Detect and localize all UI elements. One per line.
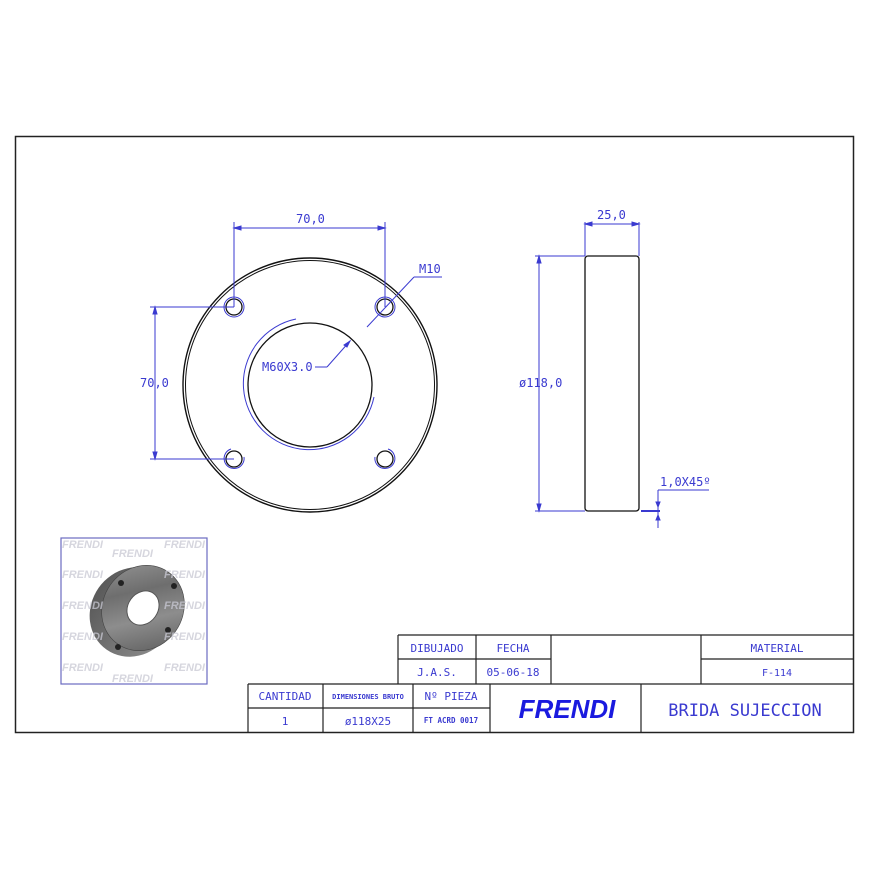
svg-text:FRENDI: FRENDI — [112, 548, 154, 560]
dimension-vertical-70 — [150, 305, 234, 461]
photo-watermark: FRENDI FRENDI FRENDI FRENDI FRENDI FREND… — [62, 539, 206, 685]
dim-label-diameter: ø118,0 — [519, 376, 562, 390]
fecha-value: 05-06-18 — [487, 666, 540, 679]
svg-text:FRENDI: FRENDI — [62, 600, 104, 612]
side-view: 25,0 ø118,0 1,0X45º — [519, 208, 711, 528]
svg-text:FRENDI: FRENDI — [62, 662, 104, 674]
cantidad-value: 1 — [282, 715, 289, 728]
material-label: MATERIAL — [751, 642, 804, 655]
title-block — [247, 634, 853, 732]
chamfer-label: 1,0X45º — [660, 475, 711, 489]
fecha-label: FECHA — [496, 642, 529, 655]
bore-callout: M60X3.0 — [262, 360, 313, 374]
drawing-frame — [14, 135, 855, 734]
flange-outer-edge — [182, 257, 438, 513]
dim-label-horizontal: 70,0 — [296, 212, 325, 226]
dimension-width-25 — [583, 221, 641, 256]
hole-callout: M10 — [419, 262, 441, 276]
cantidad-label: CANTIDAD — [259, 690, 312, 703]
svg-text:FRENDI: FRENDI — [112, 673, 154, 685]
material-value: F-114 — [762, 668, 792, 679]
dibujado-label: DIBUJADO — [411, 642, 464, 655]
dimensiones-label: DIMENSIONES BRUTO — [332, 693, 404, 701]
pieza-label: Nº PIEZA — [425, 690, 478, 703]
chamfer-callout — [641, 489, 709, 528]
svg-text:FRENDI: FRENDI — [164, 600, 206, 612]
dimension-horizontal-70 — [232, 222, 387, 307]
front-view: 70,0 70,0 M10 M60X3.0 — [140, 212, 442, 513]
dim-label-width: 25,0 — [597, 208, 626, 222]
dim-label-vertical: 70,0 — [140, 376, 169, 390]
bore-circle — [247, 322, 373, 448]
part-name: BRIDA SUJECCION — [668, 701, 822, 721]
brand-logo: FRENDI — [519, 694, 617, 724]
svg-text:FRENDI: FRENDI — [164, 662, 206, 674]
svg-text:FRENDI: FRENDI — [164, 539, 206, 551]
hole-leader — [366, 276, 442, 328]
dimension-diameter-118 — [535, 254, 585, 513]
dibujado-value: J.A.S. — [417, 666, 457, 679]
dimensiones-value: ø118X25 — [345, 715, 391, 728]
svg-text:FRENDI: FRENDI — [164, 631, 206, 643]
svg-text:FRENDI: FRENDI — [62, 539, 104, 551]
part-photo: FRENDI FRENDI FRENDI FRENDI FRENDI FREND… — [60, 537, 208, 685]
thread-arc — [242, 318, 375, 451]
flange-side-profile — [584, 255, 640, 512]
pieza-value: FT ACRD 0017 — [424, 716, 478, 725]
flange-chamfer-edge — [185, 260, 435, 510]
svg-text:FRENDI: FRENDI — [62, 569, 104, 581]
svg-text:FRENDI: FRENDI — [62, 631, 104, 643]
bore-leader — [315, 339, 352, 368]
svg-text:FRENDI: FRENDI — [164, 569, 206, 581]
